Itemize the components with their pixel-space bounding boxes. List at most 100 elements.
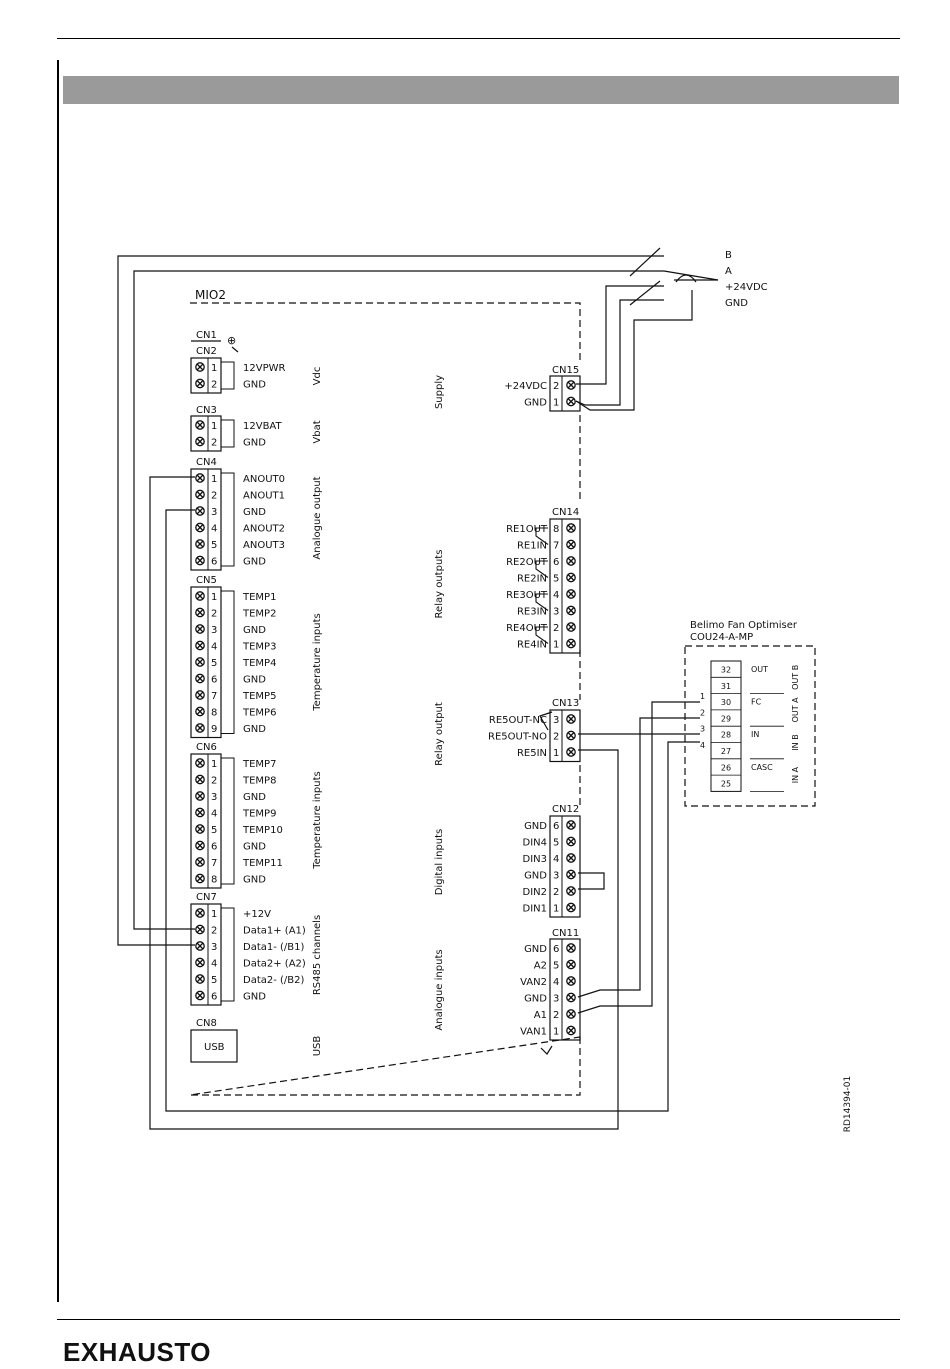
- pin-number: 7: [211, 691, 217, 702]
- screw-terminal: [566, 380, 576, 390]
- group-label: Temperature inputs: [312, 771, 323, 869]
- screw-terminal: [566, 523, 576, 533]
- screw-terminal: [566, 556, 576, 566]
- pin-number: 3: [211, 942, 217, 953]
- pin-number: 3: [553, 871, 559, 882]
- belimo-function: FC: [751, 698, 762, 707]
- pin-number: 1: [211, 474, 217, 485]
- belimo-function: OUT: [751, 665, 768, 674]
- signal-label: GND: [524, 994, 547, 1005]
- signal-label: Data2- (/B2): [243, 975, 305, 986]
- pin-number: 5: [211, 975, 217, 986]
- belimo-terminal: 29: [721, 714, 731, 723]
- belimo-outline: [684, 645, 816, 807]
- relay-contact: [535, 560, 549, 578]
- screw-terminal: [195, 990, 205, 1001]
- screw-terminal: [566, 886, 576, 896]
- screw-terminal: [566, 959, 576, 970]
- connector-label: CN1: [196, 330, 217, 341]
- screw-terminal: [195, 690, 205, 700]
- signal-label: RE2IN: [517, 574, 547, 585]
- exhausto-logo: EXHAUSTO: [63, 1337, 211, 1367]
- belimo-function: IN: [751, 730, 759, 739]
- screw-terminal: [566, 589, 576, 599]
- belimo-side-label: IN B: [791, 734, 800, 750]
- signal-label: ANOUT2: [243, 524, 285, 535]
- belimo-side-label: OUT A: [791, 697, 800, 723]
- signal-label: GND: [243, 675, 266, 686]
- screw-terminal: [195, 857, 205, 867]
- pin-number: 7: [553, 541, 559, 552]
- pin-number: 4: [211, 642, 217, 653]
- signal-label: TEMP6: [242, 708, 276, 719]
- signal-label: TEMP8: [242, 776, 276, 787]
- pin-number: 4: [553, 977, 559, 988]
- screw-terminal: [566, 605, 576, 616]
- signal-label: TEMP2: [242, 609, 276, 620]
- group-label: Supply: [434, 375, 445, 409]
- top-rule: [57, 38, 900, 39]
- signal-label: TEMP9: [242, 809, 276, 820]
- screw-terminal: [195, 555, 205, 566]
- pin-number: 1: [211, 909, 217, 920]
- usb-box-label: USB: [204, 1042, 225, 1053]
- pin-number: 4: [211, 809, 217, 820]
- belimo-terminal: 27: [721, 747, 731, 756]
- signal-label: DIN2: [523, 887, 548, 898]
- signal-label: GND: [243, 380, 266, 391]
- belimo-title: Belimo Fan Optimiser: [690, 620, 798, 631]
- screw-terminal: [195, 607, 205, 618]
- signal-label: RE5IN: [517, 748, 547, 759]
- screw-terminal: [566, 714, 576, 724]
- screw-terminal: [566, 539, 576, 550]
- signal-label: DIN1: [523, 904, 548, 915]
- pin-number: 1: [553, 748, 559, 759]
- pin-number: 5: [211, 825, 217, 836]
- group-label: RS485 channels: [312, 915, 323, 995]
- pin-number: 3: [211, 507, 217, 518]
- signal-label: VAN2: [520, 977, 547, 988]
- belimo-terminal: 25: [721, 780, 731, 789]
- signal-label: RE4IN: [517, 640, 547, 651]
- belimo-fan-optimiser: Belimo Fan OptimiserCOU24-A-MP3231302928…: [690, 620, 800, 792]
- pin-number: 6: [211, 842, 217, 853]
- bus-label: +24VDC: [725, 282, 768, 293]
- screw-terminal: [566, 747, 576, 757]
- belimo-side-label: OUT B: [791, 665, 800, 690]
- signal-label: ANOUT1: [243, 491, 285, 502]
- pin-number: 2: [211, 380, 217, 391]
- signal-label: RE1IN: [517, 541, 547, 552]
- screw-terminal: [566, 836, 576, 847]
- connector-cn14: CN148RE1OUT7RE1IN6RE2OUT5RE2IN4RE3OUT3RE…: [434, 507, 581, 654]
- screw-terminal: [195, 957, 205, 968]
- screw-terminal: [566, 572, 576, 583]
- pin-number: 1: [553, 398, 559, 409]
- pin-number: 6: [211, 675, 217, 686]
- signal-label: GND: [524, 871, 547, 882]
- screw-terminal: [566, 1009, 576, 1019]
- screw-terminal: [195, 908, 205, 918]
- signal-label: GND: [524, 821, 547, 832]
- pin-number: 2: [211, 926, 217, 937]
- pin-number: 6: [211, 992, 217, 1003]
- screw-terminal: [566, 992, 576, 1003]
- board-title: MIO2: [195, 288, 226, 302]
- signal-label: GND: [243, 557, 266, 568]
- left-rule: [57, 60, 59, 1302]
- screw-terminal: [195, 640, 205, 651]
- pin-number: 3: [211, 625, 217, 636]
- screw-terminal: [195, 436, 205, 447]
- pin-number: 4: [553, 854, 559, 865]
- connector-label: CN5: [196, 575, 217, 586]
- pin-number: 7: [211, 858, 217, 869]
- pin-number: 5: [211, 658, 217, 669]
- pin-number: 2: [211, 776, 217, 787]
- screw-terminal: [195, 774, 205, 785]
